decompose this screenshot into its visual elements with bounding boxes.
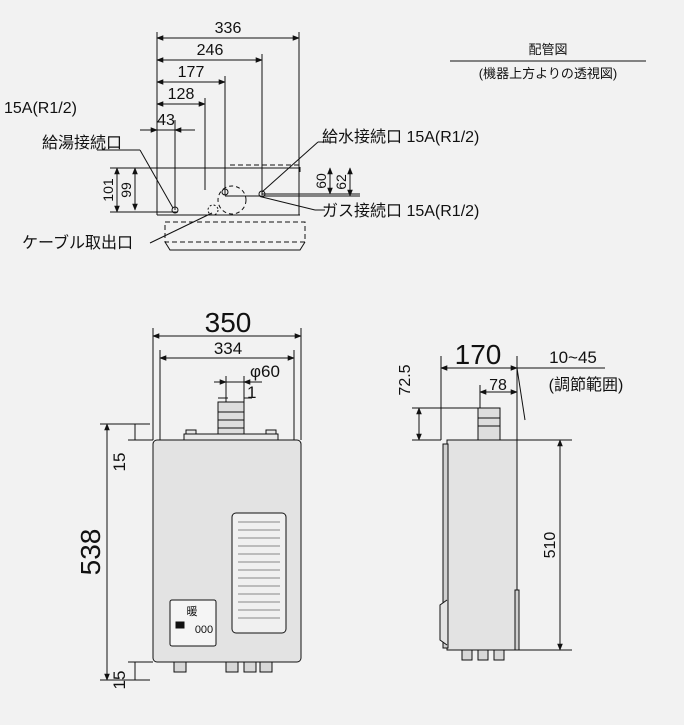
top-view-text: 336 246 177 128 43 15A(R1/2) 給湯接続口 給水接続口…: [4, 20, 646, 252]
piping-note-title: 配管図: [528, 42, 567, 57]
dim-15-bottom: 15: [110, 671, 129, 690]
gas-connection-point: [221, 188, 229, 196]
dim-538: 538: [75, 529, 106, 576]
hot-water-connection-point: [171, 206, 179, 214]
unit-outline-plan: [164, 221, 306, 243]
front-view: [100, 328, 302, 681]
dim-62: 62: [333, 174, 349, 190]
side-flue-pipe: [477, 407, 501, 441]
cable-outlet-point: [207, 204, 219, 216]
dim-flue-dia: φ60: [250, 362, 280, 381]
panel-label: 暖: [187, 605, 198, 618]
cold-water-label: 給水接続口 15A(R1/2): [322, 128, 479, 146]
vent-grille: [231, 512, 287, 634]
dim-170: 170: [455, 339, 502, 370]
flue-pipe: [217, 401, 245, 437]
dim-99: 99: [118, 182, 134, 198]
dim-78: 78: [489, 377, 507, 394]
dim-flue-offset: 1: [247, 383, 256, 402]
side-view: [412, 356, 605, 661]
dim-15-top: 15: [110, 453, 129, 472]
dim-72-5: 72.5: [397, 364, 414, 395]
dim-246: 246: [197, 42, 224, 59]
front-view-text: 350 334 φ60 1 538 15 15 暖 000: [75, 307, 280, 689]
dim-334: 334: [214, 339, 242, 358]
dim-60: 60: [313, 173, 329, 189]
side-view-text: 170 78 72.5 10~45 (調節範囲) 510: [397, 339, 623, 558]
remote-digits: 000: [195, 624, 213, 636]
dim-510: 510: [542, 532, 559, 559]
dim-101: 101: [100, 178, 116, 202]
dim-43: 43: [157, 112, 175, 129]
flue-circle: [217, 185, 247, 215]
cable-outlet-label: ケーブル取出口: [22, 233, 133, 252]
dim-adjust-range: 10~45: [549, 348, 597, 367]
side-body: [446, 439, 518, 651]
dim-350: 350: [205, 307, 252, 338]
remote-panel: [169, 599, 217, 647]
dim-336: 336: [215, 20, 242, 37]
hot-water-label: 給湯接続口: [42, 134, 122, 152]
gas-label: ガス接続口 15A(R1/2): [322, 202, 479, 220]
adjust-range-label: (調節範囲): [549, 376, 624, 394]
piping-note-subtitle: (機器上方よりの透視図): [479, 66, 617, 81]
dim-177: 177: [178, 64, 205, 81]
dim-128: 128: [168, 86, 195, 103]
top-view: [97, 32, 360, 251]
hot-water-pipe-size: 15A(R1/2): [4, 100, 77, 117]
